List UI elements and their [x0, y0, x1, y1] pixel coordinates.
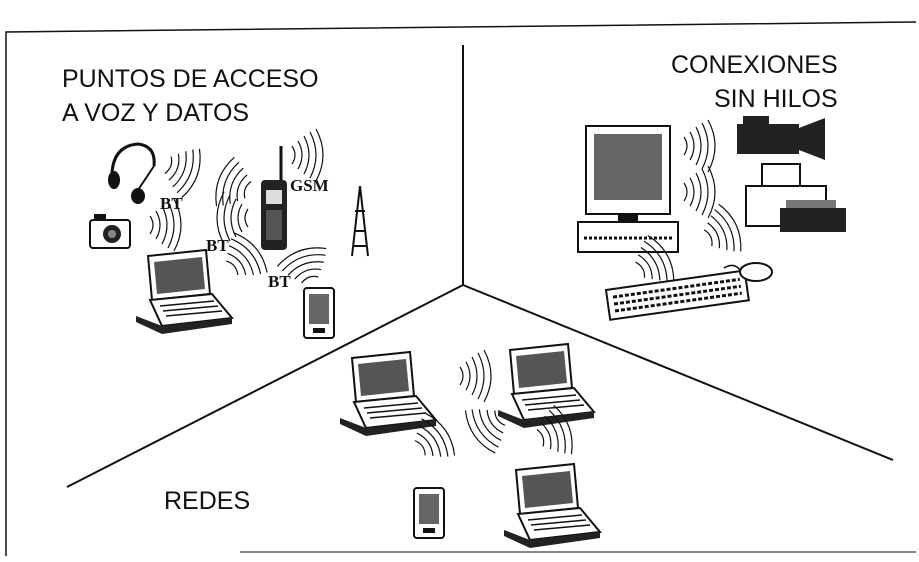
- mobile-phone-icon: [261, 146, 287, 250]
- laptop-icon: [503, 463, 601, 549]
- laptop-icon: [339, 351, 437, 437]
- signal-waves-headset: [158, 139, 207, 201]
- section-title-line: A VOZ Y DATOS: [62, 99, 250, 127]
- section-title-line: CONEXIONES: [670, 51, 838, 79]
- section-title-networks: REDES: [164, 487, 251, 515]
- pda-icon: [413, 487, 445, 539]
- keyboard-icon: [604, 269, 750, 321]
- link-label-bt: BT: [206, 236, 229, 255]
- pda-icon: [303, 287, 335, 339]
- signal-waves-gsm: [291, 128, 324, 182]
- frame-border: [5, 21, 917, 556]
- printer-icon: [745, 163, 846, 232]
- signal-waves-laptops-top: [459, 349, 492, 403]
- section-title-voice-data: PUNTOS DE ACCESO A VOZ Y DATOS: [62, 62, 319, 130]
- section-title-line: PUNTOS DE ACCESO: [62, 65, 319, 93]
- section-title-wireless: CONEXIONES SIN HILOS: [668, 48, 838, 116]
- section-title-line: SIN HILOS: [714, 85, 838, 113]
- laptop-icon: [135, 249, 233, 335]
- link-label-bt: BT: [268, 272, 291, 291]
- desktop-computer-icon: [577, 125, 679, 253]
- signal-waves-printer-link: [683, 165, 716, 219]
- divider-right: [462, 284, 894, 461]
- signal-waves-camera-link: [683, 119, 716, 173]
- link-label-gsm: GSM: [290, 176, 329, 195]
- cell-tower-icon: [351, 185, 369, 257]
- laptop-icon: [497, 343, 595, 429]
- divider-left: [66, 284, 464, 488]
- mouse-icon: [723, 262, 773, 282]
- headset-icon: [108, 142, 156, 204]
- video-camera-icon: [737, 116, 825, 160]
- camera-icon: [89, 214, 131, 249]
- link-label-bt: BT: [160, 194, 183, 213]
- signal-waves-pda-laptop-return: [459, 396, 516, 458]
